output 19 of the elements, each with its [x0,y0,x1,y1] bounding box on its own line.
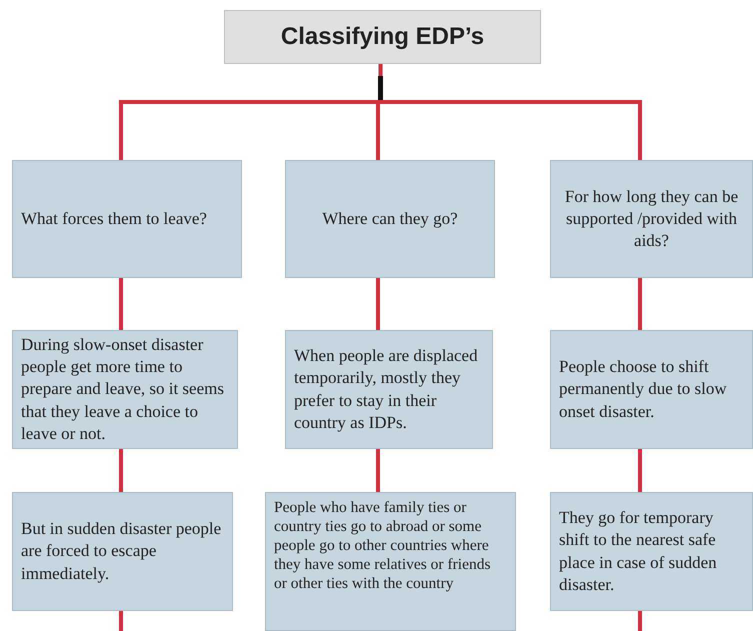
text-box: But in sudden disaster people are forced to escape immediately. [12,492,233,611]
text-box: When people are displaced temporarily, mostly they prefer to stay in their country as IDPs. [285,330,493,449]
connector-stem [378,76,383,100]
connector-line [119,278,123,330]
text-box: For how long they can be supported /provided with aids? [550,160,753,278]
connector-line [638,449,642,492]
title-box: Classifying EDP’s [224,10,541,64]
text-box: During slow-onset disaster people get more time to prepare and leave, so it seems that they leave a choice to leave or not. [12,330,238,449]
connector-line [119,611,123,631]
connector-line [376,278,380,330]
text-box: What forces them to leave? [12,160,242,278]
text-box: People who have family ties or country ties go to abroad or some people go to other countries where they have some relatives or friends or other ties with the country [265,492,516,631]
text-box: Where can they go? [285,160,495,278]
connector-line [638,278,642,330]
text-box: People choose to shift permanently due to slow onset disaster. [550,330,753,449]
connector-line [119,449,123,492]
text-box: They go for temporary shift to the nearest safe place in case of sudden disaster. [550,492,753,611]
connector-line [376,449,380,492]
connector-line [638,611,642,631]
